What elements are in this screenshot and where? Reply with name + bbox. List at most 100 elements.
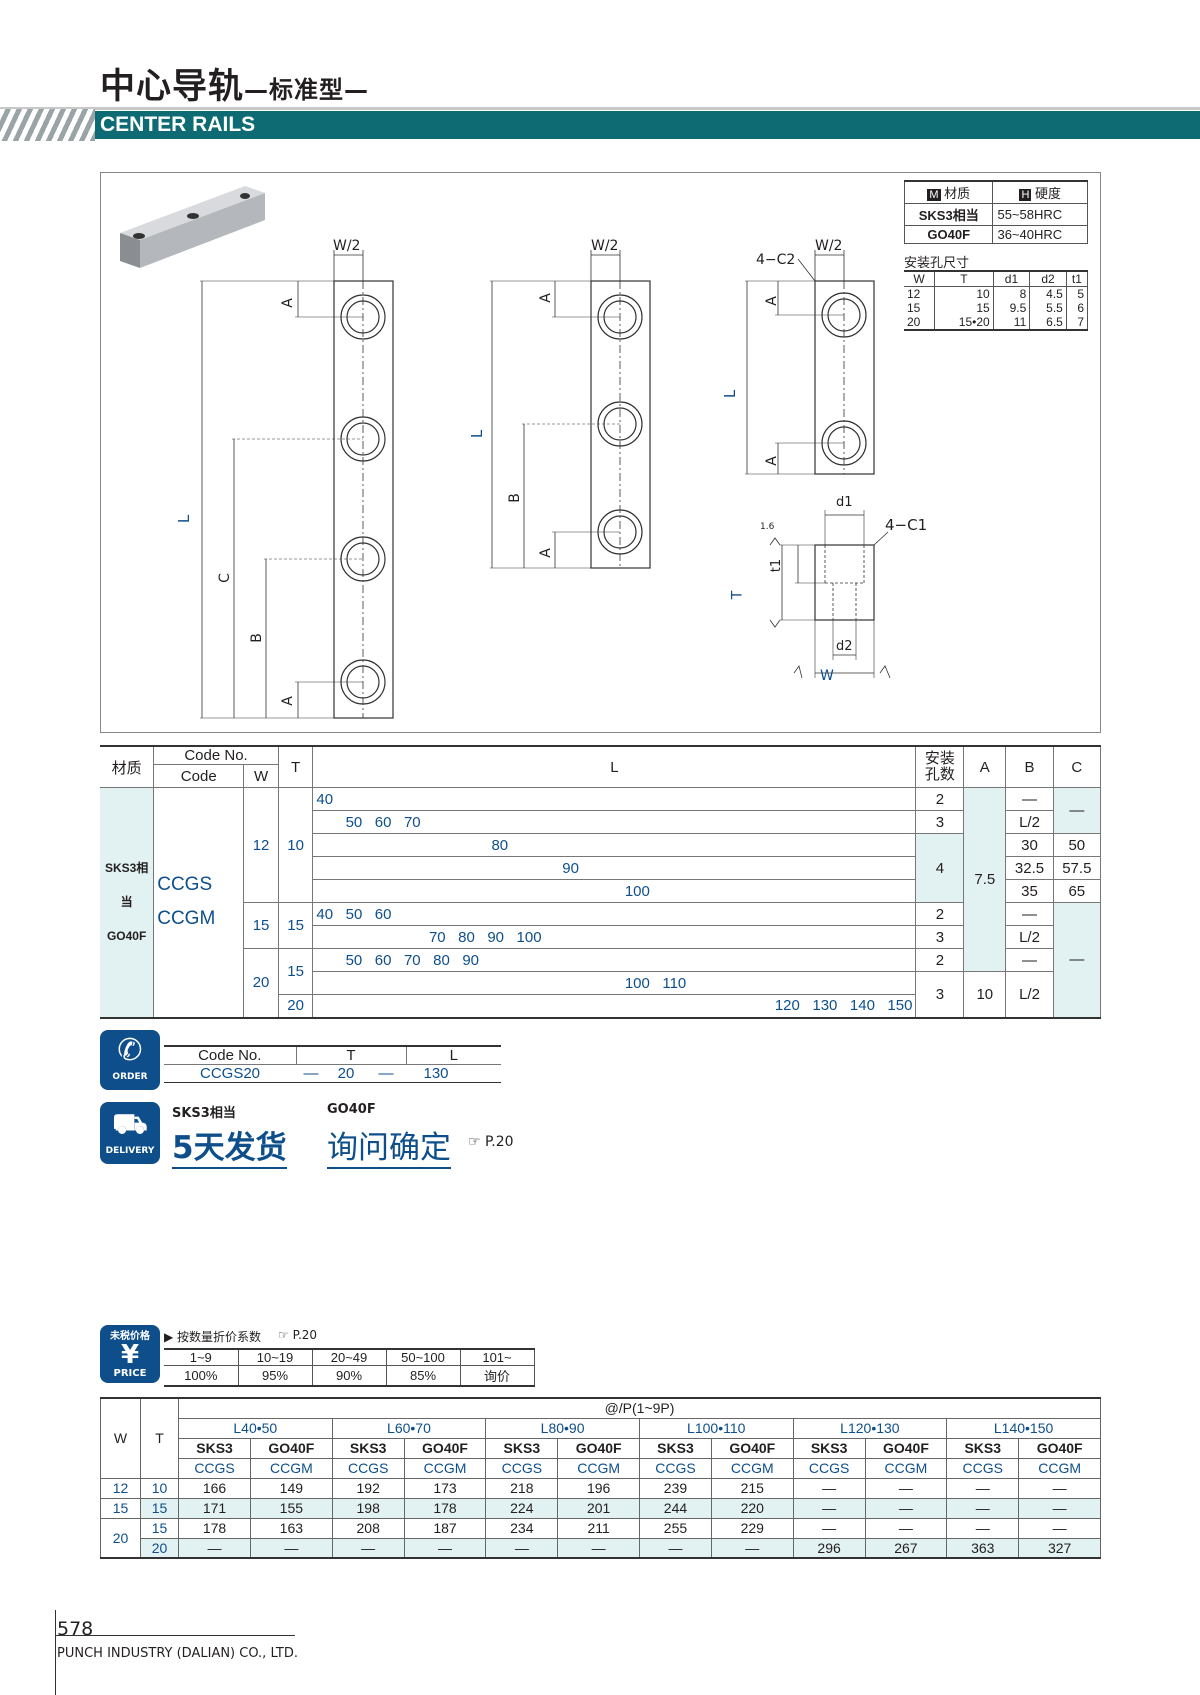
w-cell: 12 [243, 787, 279, 903]
price-material: GO40F [557, 1437, 640, 1459]
hole-col-header: T [934, 271, 994, 287]
price-cell: — [403, 1537, 487, 1559]
header-rule [0, 107, 1200, 110]
holes-cell: 2 [915, 902, 965, 926]
c-label: C [216, 573, 233, 583]
price-code: CCGM [250, 1457, 333, 1479]
l-col-header: L [312, 746, 917, 788]
price-cell: 229 [711, 1517, 794, 1539]
holes-cell: 3 [915, 971, 965, 1018]
order-badge: ✆ ORDER [100, 1030, 160, 1090]
price-cell: 327 [1018, 1537, 1101, 1559]
price-cell: — [1018, 1477, 1101, 1499]
price-material: SKS3 [331, 1437, 405, 1459]
order-code: CCGS20 [199, 1065, 261, 1082]
price-code: CCGS [638, 1457, 713, 1479]
drawing-frame [100, 172, 1101, 733]
hole-cell: 15 [904, 301, 936, 315]
price-code: CCGS [946, 1457, 1020, 1479]
price-cell: 215 [711, 1477, 794, 1499]
w-label: W [820, 668, 834, 684]
code-no-header: Code No. [153, 746, 279, 765]
price-cell: — [792, 1517, 866, 1539]
a-cell: 10 [963, 971, 1007, 1018]
price-cell: 173 [403, 1477, 487, 1499]
drawing-2-hole [745, 250, 875, 475]
price-cell: — [485, 1537, 559, 1559]
discount-rate: 90% [312, 1365, 387, 1386]
hole-col-header: d1 [993, 271, 1031, 287]
hole-cell: 6.5 [1029, 315, 1067, 330]
price-cell: 267 [864, 1537, 948, 1559]
l-label-2: L [468, 429, 487, 439]
discount-rate: 100% [164, 1365, 239, 1386]
holes-cell: 4 [915, 833, 965, 903]
discount-qty: 20~49 [312, 1349, 387, 1366]
t1-label: t1 [769, 558, 785, 573]
a-col-header: A [963, 746, 1007, 788]
page-title: 中心导轨—标准型— [100, 67, 370, 107]
price-code: CCGM [864, 1457, 948, 1479]
discount-qty: 1~9 [164, 1349, 239, 1366]
discount-ref: ☞ P.20 [278, 1328, 318, 1342]
c-cell: — [1053, 787, 1102, 834]
discount-rate: 85% [386, 1365, 461, 1386]
price-cell: — [792, 1477, 866, 1499]
t-label: T [729, 590, 746, 600]
holes-cell: 3 [915, 925, 965, 949]
price-code: CCGS [177, 1457, 252, 1479]
w2-label-2: W/2 [591, 238, 619, 254]
price-cell: 178 [403, 1497, 487, 1519]
b-cell: L/2 [1005, 971, 1054, 1018]
w-col-header: W [243, 764, 279, 788]
price-material: SKS3 [946, 1437, 1020, 1459]
order-dash: — [303, 1065, 319, 1082]
price-material: GO40F [864, 1437, 948, 1459]
drawing-4-hole [200, 250, 394, 719]
price-code: CCGM [557, 1457, 640, 1479]
phone-icon: ✆ [117, 1033, 143, 1068]
t-cell: 15 [278, 902, 314, 949]
material-cell: GO40F [903, 225, 994, 244]
price-cell: 211 [557, 1517, 640, 1539]
c-cell: 65 [1053, 879, 1102, 903]
price-cell: 218 [485, 1477, 559, 1499]
price-cell: 239 [638, 1477, 713, 1499]
d2-label: d2 [836, 639, 853, 654]
price-length-group: L60•70 [331, 1417, 487, 1439]
l-cell: 90 [312, 856, 917, 880]
hole-cell: 6 [1066, 301, 1089, 315]
hole-cell: 12 [904, 286, 936, 301]
b-col-header: B [1005, 746, 1054, 788]
price-code: CCGS [331, 1457, 405, 1479]
price-cell: — [711, 1537, 794, 1559]
order-t: 20 [337, 1065, 355, 1082]
header-stripes [0, 109, 95, 141]
price-cell: — [250, 1537, 333, 1559]
price-cell: — [1018, 1517, 1101, 1539]
price-cell: 192 [331, 1477, 405, 1499]
price-cell: 201 [557, 1497, 640, 1519]
c-cell: — [1053, 902, 1102, 1018]
delivery-material-1: SKS3相当 [172, 1106, 236, 1121]
hole-cell: 5.5 [1029, 301, 1067, 315]
w-cell: 20 [243, 948, 279, 1018]
truck-icon: ⛟ [112, 1107, 148, 1140]
footer-hrule [55, 1635, 295, 1636]
price-badge: 未税价格 ¥ PRICE [100, 1325, 160, 1383]
price-cell: 255 [638, 1517, 713, 1539]
hole-cell: 7 [1066, 315, 1089, 330]
price-cell: 171 [177, 1497, 252, 1519]
l-cell: 50 60 70 80 90 [312, 948, 917, 972]
l-cell: 100 [312, 879, 917, 903]
b-cell: — [1005, 948, 1054, 972]
english-title: CENTER RAILS [100, 113, 256, 136]
hole-cell: 15•20 [934, 315, 994, 330]
a-label-6: A [763, 456, 780, 466]
yen-icon: ¥ [120, 1340, 140, 1370]
